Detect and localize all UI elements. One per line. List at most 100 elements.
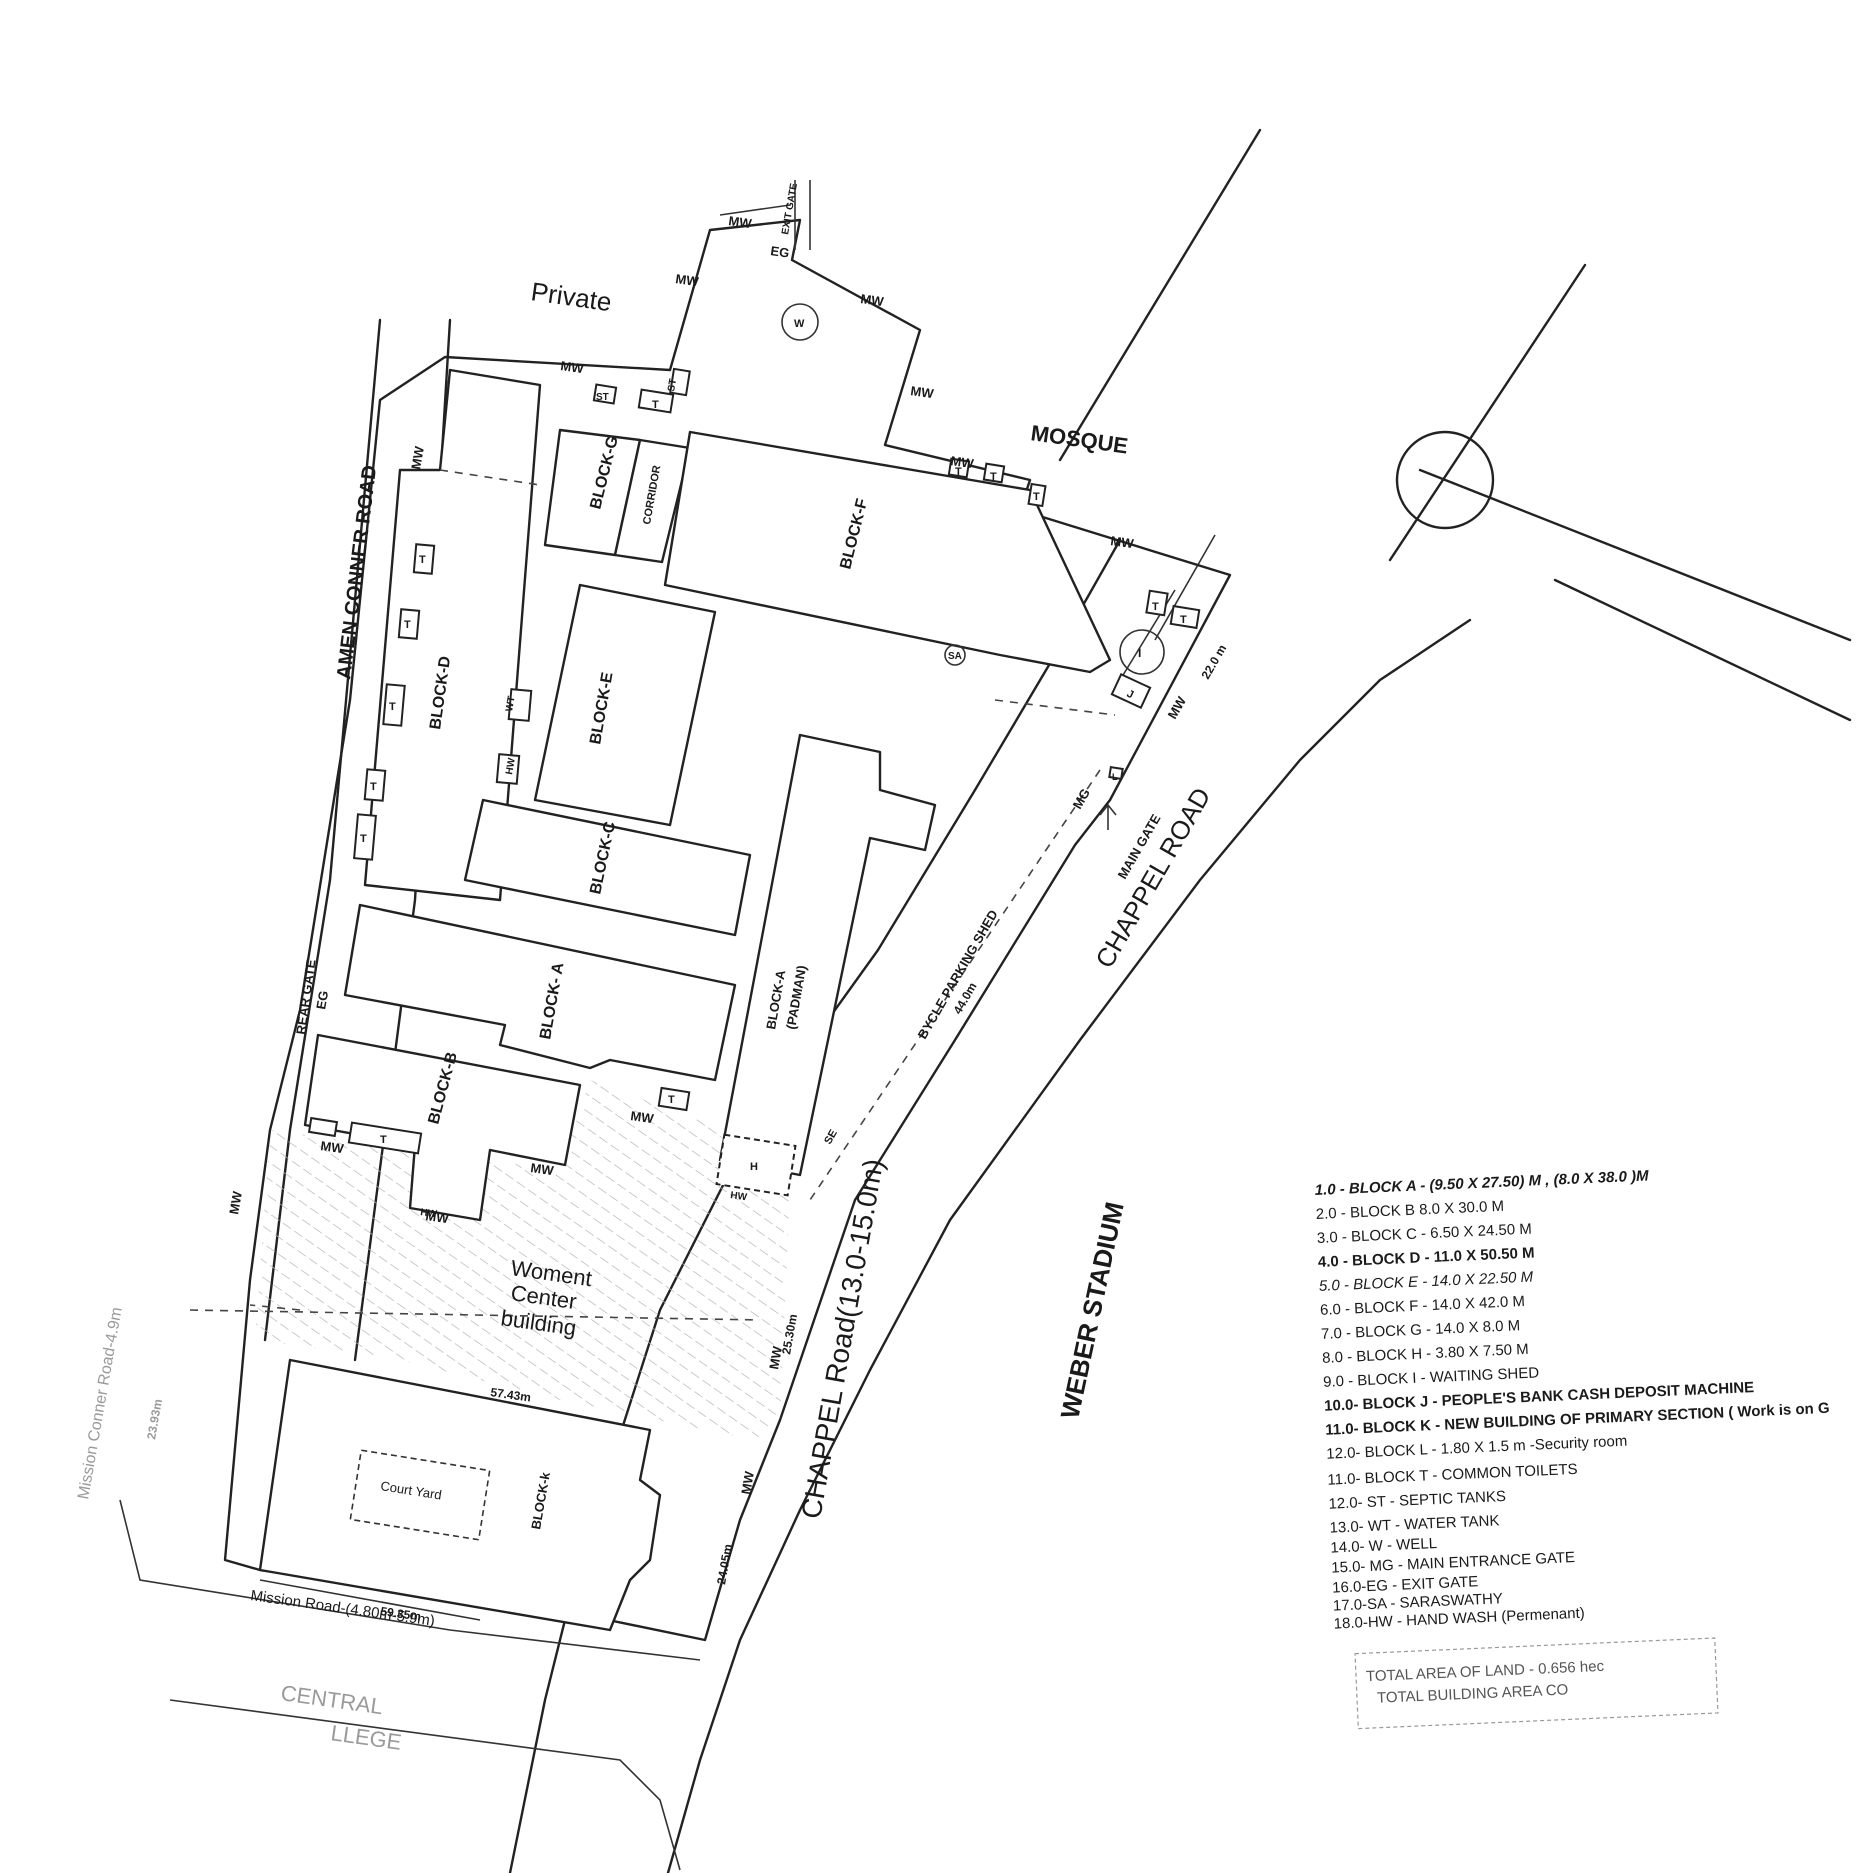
corridor-shape: [613, 438, 692, 564]
legend-row-18: 16.0-EG - EXIT GATE: [1332, 1573, 1479, 1596]
dim-2530: 25.30m: [779, 1313, 800, 1356]
mw-mark-1: MW: [728, 213, 754, 231]
mw-mark-4: MW: [560, 358, 586, 376]
legend-row-6: 6.0 - BLOCK F - 14.0 X 42.0 M: [1320, 1293, 1526, 1319]
t-mark-11: T: [360, 833, 367, 845]
h-mark: H: [750, 1161, 758, 1173]
mw-mark-2: MW: [675, 271, 701, 289]
t-mark-13: T: [668, 1094, 675, 1106]
t-mark-12: T: [380, 1134, 387, 1146]
dashed-line-women: [189, 1309, 761, 1321]
dashed-line-f: [994, 699, 1116, 716]
dim-22: 22.0 m: [1198, 642, 1229, 681]
mw-mark-5: MW: [910, 383, 936, 401]
mw-mark-3: MW: [860, 291, 886, 309]
t-mark-8: T: [404, 619, 411, 631]
legend-row-4: 4.0 - BLOCK D - 11.0 X 50.50 M: [1318, 1244, 1535, 1270]
saraswathy-circle: [944, 644, 966, 666]
wt-mark: WT: [504, 695, 518, 712]
st-mark-2: ST: [666, 378, 679, 392]
legend-row-13: 11.0- BLOCK T - COMMON TOILETS: [1327, 1461, 1578, 1489]
marks: MW MW MW MW MW MW MW MW MW MW MW MW MW M…: [226, 213, 1189, 1495]
bicycle-shed-label: BYCLE PARKING SHED: [915, 907, 1001, 1041]
hw-mark-1: HW: [504, 757, 518, 776]
dashed-line-shed: [809, 769, 1101, 1201]
mw-mark-16: MW: [226, 1189, 245, 1215]
mw-mark-6: MW: [950, 453, 976, 471]
legend-row-2: 2.0 - BLOCK B 8.0 X 30.0 M: [1315, 1198, 1504, 1223]
mw-mark-15: MW: [738, 1469, 757, 1495]
weber-stadium-label: WEBER STADIUM: [1055, 1199, 1130, 1421]
t-mark-2: T: [955, 466, 962, 478]
hw-mark-3: HW: [730, 1190, 749, 1203]
i-mark: I: [1138, 646, 1141, 660]
legend-row-15: 13.0- WT - WATER TANK: [1329, 1512, 1500, 1536]
mw-mark-8: MW: [1165, 693, 1190, 721]
mw-mark-9: MW: [408, 444, 427, 470]
legend-row-12: 12.0- BLOCK L - 1.80 X 1.5 m -Security r…: [1326, 1433, 1628, 1463]
private-label: Private: [529, 276, 613, 317]
central-label: CENTRAL: [279, 1680, 384, 1719]
legend-row-9: 9.0 - BLOCK I - WAITING SHED: [1323, 1364, 1540, 1390]
mission-conner-road-label: Mission Conner Road-4.9m: [75, 1306, 126, 1501]
mw-mark-10: MW: [320, 1138, 346, 1156]
mw-mark-13: MW: [425, 1208, 451, 1226]
small-structures: [307, 367, 1201, 1197]
exit-gate-label: EXIT GATE: [780, 182, 800, 235]
mosque-label: MOSQUE: [1029, 420, 1129, 458]
w-mark: W: [794, 318, 805, 330]
sa-mark: SA: [948, 651, 962, 662]
t-mark-6: T: [1180, 614, 1187, 626]
main-gate-arrow-icon: [1099, 803, 1117, 830]
block-a-shape: [343, 903, 737, 1082]
dashed-line-d: [439, 469, 541, 486]
block-e-shape: [533, 583, 717, 827]
mw-mark-11: MW: [630, 1108, 656, 1126]
block-c-shape: [463, 798, 752, 937]
well-circle: [781, 303, 819, 341]
exit-lane: [719, 180, 811, 250]
legend-row-8: 8.0 - BLOCK H - 3.80 X 7.50 M: [1322, 1341, 1529, 1367]
dim-5935: 59.35m: [380, 1604, 422, 1624]
legend-row-3: 3.0 - BLOCK C - 6.50 X 24.50 M: [1317, 1221, 1533, 1247]
dim-2393: 23.93m: [144, 1398, 165, 1441]
t-mark-10: T: [370, 781, 377, 793]
block-a-padman-shape: [718, 733, 937, 1177]
circles: [781, 303, 1165, 675]
legend-row-7: 7.0 - BLOCK G - 14.0 X 8.0 M: [1321, 1317, 1521, 1343]
dim-2405: 24.05m: [714, 1543, 735, 1586]
central-label-2: LLEGE: [329, 1720, 403, 1755]
roundabout: [1395, 430, 1495, 530]
l-mark: L: [1112, 772, 1118, 782]
mg-mark: MG: [1070, 786, 1093, 812]
waiting-shed-circle: [1119, 629, 1165, 675]
t-mark-9: T: [389, 701, 396, 713]
block-b-shape: [303, 1033, 582, 1222]
j-mark: J: [1125, 688, 1136, 701]
legend-row-14: 12.0- ST - SEPTIC TANKS: [1328, 1488, 1506, 1513]
chappel-road-lower-label: CHAPPEL Road(13.0-15.0m): [795, 1157, 889, 1522]
eg-mark-1: EG: [770, 243, 791, 260]
site-boundary: [223, 218, 1232, 1642]
hw-mark-2: HW: [420, 1207, 439, 1220]
t-mark-1: T: [652, 399, 659, 411]
t-mark-7: T: [419, 554, 426, 566]
t-mark-4: T: [1033, 491, 1040, 503]
total-land-area: TOTAL AREA OF LAND - 0.656 hec: [1366, 1658, 1605, 1685]
mission-road-lines: [119, 1499, 701, 1871]
dim-5743: 57.43m: [490, 1385, 532, 1405]
hatched-area: [255, 1080, 790, 1440]
block-f-shape: [663, 430, 1112, 674]
legend-row-1: 1.0 - BLOCK A - (9.50 X 27.50) M , (8.0 …: [1314, 1167, 1649, 1199]
st-mark-1: ST: [596, 392, 609, 403]
mw-mark-12: MW: [530, 1160, 556, 1178]
legend-row-16: 14.0- W - WELL: [1330, 1535, 1437, 1557]
mw-mark-7: MW: [1110, 533, 1136, 551]
amen-conner-road-label: AMEN CONNER ROAD: [333, 464, 381, 681]
upper-road-lines: [1058, 128, 1852, 722]
legend-row-5: 5.0 - BLOCK E - 14.0 X 22.50 M: [1319, 1269, 1534, 1295]
t-mark-3: T: [990, 471, 997, 483]
total-building-area: TOTAL BUILDING AREA CO: [1377, 1681, 1569, 1706]
legend: 1.0 - BLOCK A - (9.50 X 27.50) M , (8.0 …: [1314, 1167, 1830, 1730]
